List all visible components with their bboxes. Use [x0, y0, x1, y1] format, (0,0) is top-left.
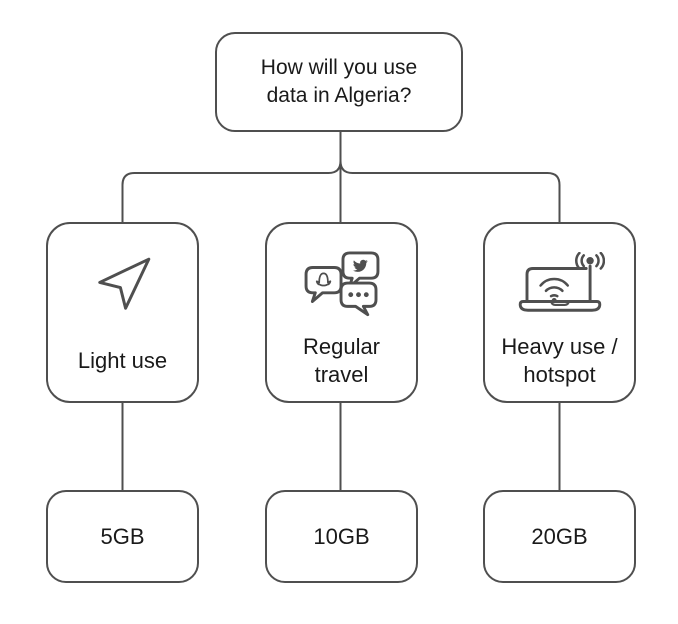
question-label: How will you use data in Algeria? — [260, 55, 418, 107]
option-node-heavy-use: Heavy use / hotspot — [483, 222, 636, 403]
result-node-10gb: 10GB — [265, 490, 418, 583]
option-label-light-use: Light use — [77, 347, 168, 373]
navigation-arrow-icon — [92, 250, 154, 320]
result-label-20gb: 20GB — [531, 523, 588, 549]
result-node-20gb: 20GB — [483, 490, 636, 583]
decision-node-question: How will you use data in Algeria? — [215, 32, 463, 132]
option-label-regular-travel: Regular travel — [302, 333, 381, 387]
ellipsis-bubble — [339, 281, 377, 317]
connector-root-to-light — [121, 132, 342, 222]
result-label-10gb: 10GB — [313, 523, 370, 549]
laptop-screen — [525, 267, 588, 302]
result-node-5gb: 5GB — [46, 490, 199, 583]
option-label-heavy-use: Heavy use / hotspot — [501, 333, 618, 387]
option-node-light-use: Light use — [46, 222, 199, 403]
option-node-regular-travel: Regular travel — [265, 222, 418, 403]
laptop-base-notch — [549, 300, 570, 306]
laptop-hotspot-icon — [515, 250, 605, 320]
chat-bubbles-icon — [299, 250, 385, 320]
connector-root-to-heavy — [339, 132, 561, 222]
snapchat-bubble — [304, 266, 342, 303]
antenna-signal — [574, 252, 605, 302]
wifi-waves — [538, 277, 569, 304]
result-label-5gb: 5GB — [100, 523, 145, 549]
